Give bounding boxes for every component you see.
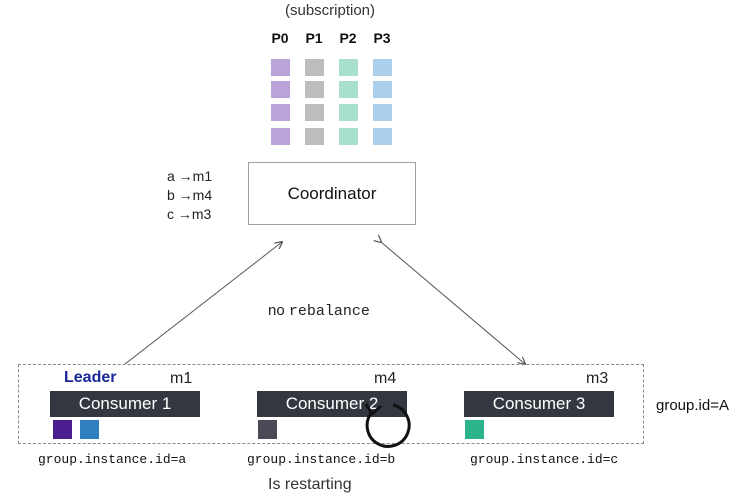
assignment-a: a →m1 bbox=[167, 168, 213, 184]
partition-record-p1-2 bbox=[305, 104, 324, 121]
consumer-1-label: Consumer 1 bbox=[78, 394, 172, 413]
partition-label-p1: P1 bbox=[305, 30, 323, 46]
partition-record-p2-0 bbox=[339, 59, 358, 76]
partition-record-p3-0 bbox=[373, 59, 392, 76]
assignment-c: c →m3 bbox=[167, 206, 212, 222]
partition-label-p0: P0 bbox=[271, 30, 289, 46]
group-id-label: group.id=A bbox=[656, 397, 729, 414]
instance-id-b: group.instance.id=b bbox=[247, 452, 396, 467]
partition-record-p2-2 bbox=[339, 104, 358, 121]
partition-record-p1-1 bbox=[305, 81, 324, 98]
assignment-b: b →m4 bbox=[167, 187, 213, 203]
partition-label-p2: P2 bbox=[339, 30, 357, 46]
partition-record-p0-1 bbox=[271, 81, 290, 98]
consumer-3-partition-0 bbox=[465, 420, 484, 439]
partition-record-p2-1 bbox=[339, 81, 358, 98]
partition-record-p3-2 bbox=[373, 104, 392, 121]
restarting-status: Is restarting bbox=[268, 476, 352, 493]
coordinator-label: Coordinator bbox=[287, 183, 377, 203]
consumer-1: Consumer 1 bbox=[50, 391, 200, 417]
subscription-caption: (subscription) bbox=[284, 2, 376, 19]
consumer-2-label: Consumer 2 bbox=[285, 394, 379, 413]
consumer-2-partition-0 bbox=[258, 420, 277, 439]
consumer-group-box bbox=[18, 364, 644, 444]
rebalance-prefix: no bbox=[268, 302, 289, 319]
consumer-3-label: Consumer 3 bbox=[492, 394, 586, 413]
arrow-coordinator-consumer3 bbox=[381, 242, 525, 364]
partition-record-p0-3 bbox=[271, 128, 290, 145]
rebalance-label: no rebalance bbox=[268, 302, 370, 320]
arrow-consumer1-to-coordinator bbox=[124, 242, 282, 365]
member-id-m4: m4 bbox=[374, 370, 397, 387]
consumer-3: Consumer 3 bbox=[464, 391, 614, 417]
partition-record-p3-1 bbox=[373, 81, 392, 98]
rebalance-keyword: rebalance bbox=[288, 303, 370, 320]
instance-id-c: group.instance.id=c bbox=[470, 452, 619, 467]
consumer-2: Consumer 2 bbox=[257, 391, 407, 417]
partition-record-p2-3 bbox=[339, 128, 358, 145]
member-id-m3: m3 bbox=[586, 370, 609, 387]
partition-label-p3: P3 bbox=[373, 30, 391, 46]
member-id-m1: m1 bbox=[170, 370, 193, 387]
partition-record-p3-3 bbox=[373, 128, 392, 145]
partition-record-p1-0 bbox=[305, 59, 324, 76]
partition-record-p0-0 bbox=[271, 59, 290, 76]
partition-record-p0-2 bbox=[271, 104, 290, 121]
instance-id-a: group.instance.id=a bbox=[38, 452, 187, 467]
consumer-1-partition-0 bbox=[53, 420, 72, 439]
partition-record-p1-3 bbox=[305, 128, 324, 145]
leader-label: Leader bbox=[64, 369, 117, 386]
coordinator-box: Coordinator bbox=[248, 162, 416, 225]
consumer-1-partition-1 bbox=[80, 420, 99, 439]
